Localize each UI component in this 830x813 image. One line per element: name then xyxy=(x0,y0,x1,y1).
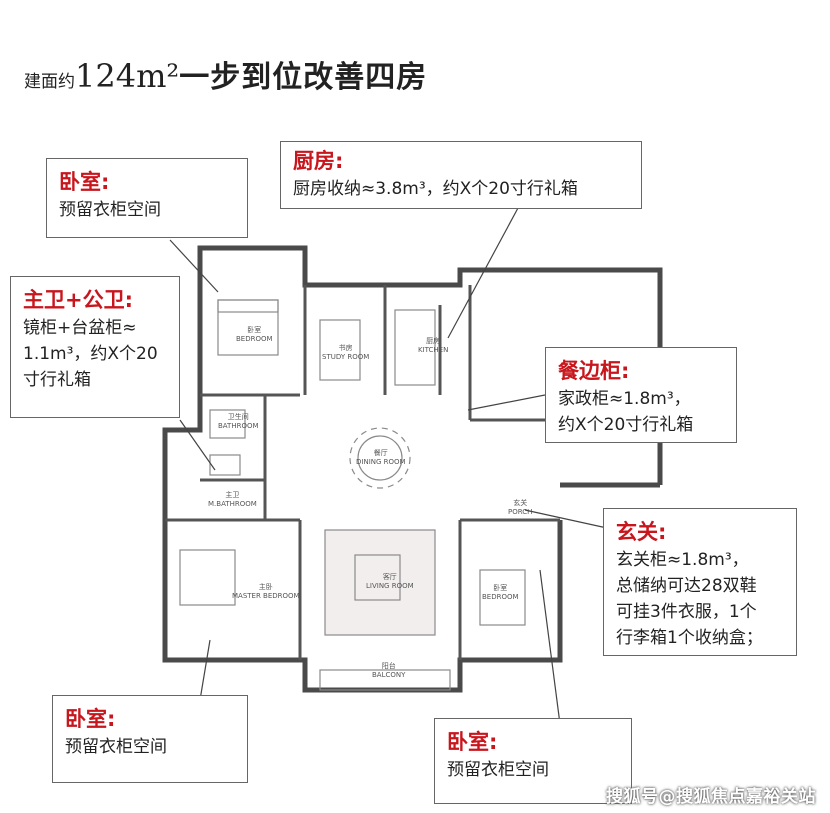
room-label-master: 主卧 MASTER BEDROOM xyxy=(232,583,300,600)
callout-body: 家政柜≈1.8m³， 约X个20寸行礼箱 xyxy=(558,389,694,435)
callout-bedroom-right: 卧室: 预留衣柜空间 xyxy=(434,718,632,804)
room-label-balcony: 阳台 BALCONY xyxy=(372,662,406,679)
callout-body: 预留衣柜空间 xyxy=(59,200,161,220)
callout-bedroom-top: 卧室: 预留衣柜空间 xyxy=(46,158,248,238)
room-label-dining: 餐厅 DINING ROOM xyxy=(356,449,406,466)
furniture xyxy=(179,299,526,691)
callout-title: 主卫+公卫: xyxy=(23,288,133,312)
callout-title: 卧室: xyxy=(59,170,110,194)
callout-master-bedroom: 卧室: 预留衣柜空间 xyxy=(52,695,248,783)
room-label-foyer: 玄关 PORCH xyxy=(508,499,533,516)
room-label-m-bathroom: 主卫 M.BATHROOM xyxy=(208,491,257,508)
callout-title: 卧室: xyxy=(447,730,498,754)
callout-foyer: 玄关: 玄关柜≈1.8m³， 总储纳可达28双鞋 可挂3件衣服，1个 行李箱1个… xyxy=(603,508,797,656)
callout-body: 玄关柜≈1.8m³， 总储纳可达28双鞋 可挂3件衣服，1个 行李箱1个收纳盒； xyxy=(616,550,763,648)
title-area: 124m² xyxy=(75,57,180,95)
callout-body: 预留衣柜空间 xyxy=(447,760,549,780)
watermark: 搜狐号@搜狐焦点嘉裕关站 xyxy=(606,787,816,807)
room-label-bedroom1: 卧室 BEDROOM xyxy=(236,326,273,343)
room-label-kitchen: 厨房 KITCHEN xyxy=(418,337,449,354)
title-headline: 一步到位改善四房 xyxy=(179,60,428,95)
callout-title: 玄关: xyxy=(616,520,667,544)
title-prefix: 建面约 xyxy=(24,72,75,92)
page-title: 建面约124m²一步到位改善四房 xyxy=(24,52,427,96)
room-label-bedroom2: 卧室 BEDROOM xyxy=(482,584,519,601)
callout-body: 预留衣柜空间 xyxy=(65,737,167,757)
room-label-study: 书房 STUDY ROOM xyxy=(322,344,370,361)
callout-title: 卧室: xyxy=(65,707,116,731)
callout-sideboard: 餐边柜: 家政柜≈1.8m³， 约X个20寸行礼箱 xyxy=(545,347,737,443)
callout-title: 餐边柜: xyxy=(558,359,630,383)
room-label-living: 客厅 LIVING ROOM xyxy=(366,573,414,590)
callout-bathroom: 主卫+公卫: 镜柜+台盆柜≈ 1.1m³，约X个20 寸行礼箱 xyxy=(10,276,180,418)
callout-body: 厨房收纳≈3.8m³，约X个20寸行礼箱 xyxy=(293,179,578,199)
room-label-bathroom: 卫生间 BATHROOM xyxy=(218,413,259,430)
callout-body: 镜柜+台盆柜≈ 1.1m³，约X个20 寸行礼箱 xyxy=(23,318,158,390)
callout-kitchen: 厨房: 厨房收纳≈3.8m³，约X个20寸行礼箱 xyxy=(280,141,642,209)
callout-title: 厨房: xyxy=(293,149,344,173)
